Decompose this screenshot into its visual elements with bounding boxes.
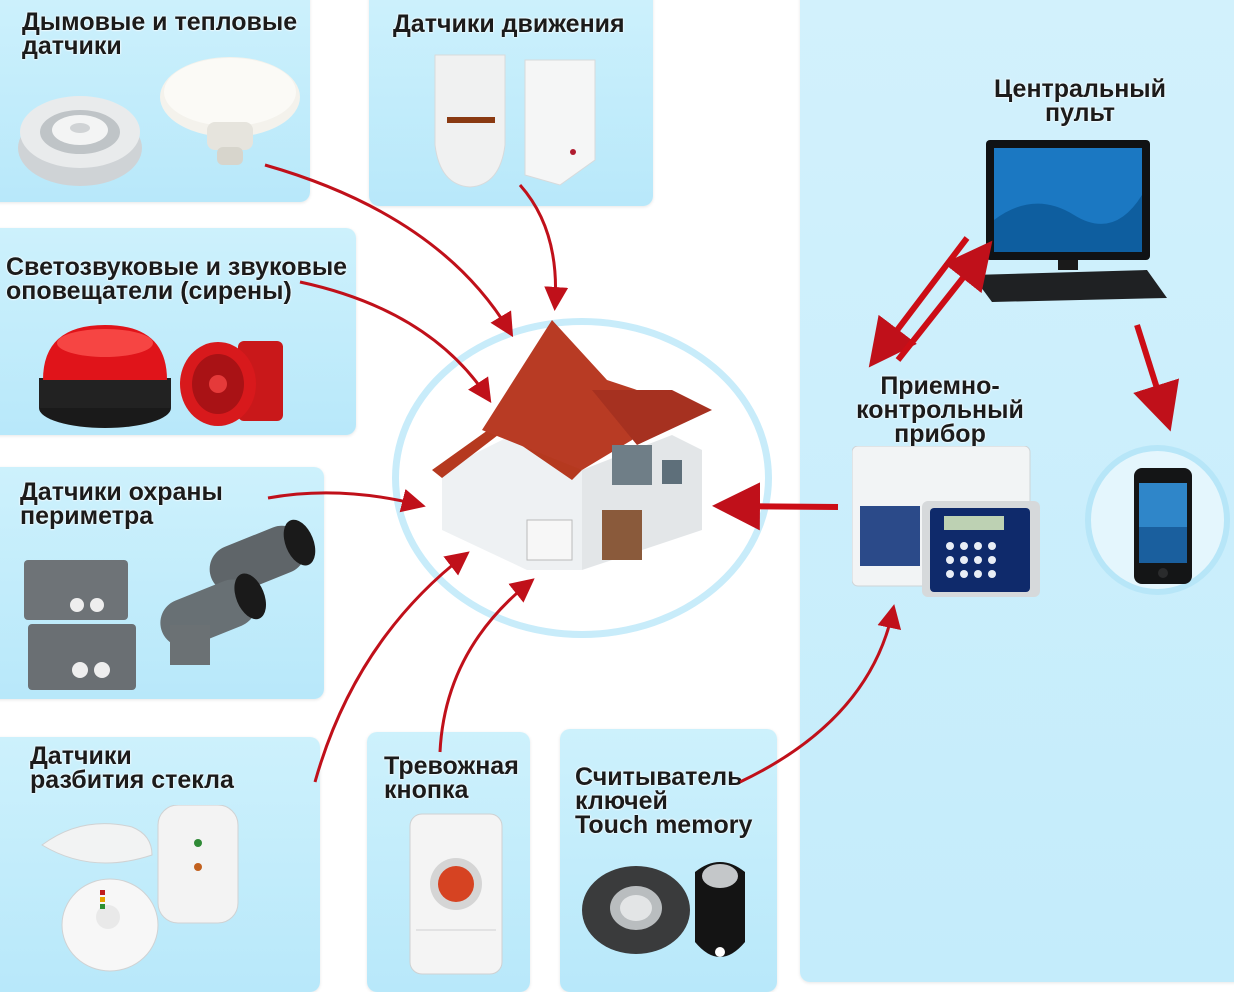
beam-sensor-icon [160, 519, 316, 665]
house-icon [432, 320, 712, 570]
house-halo [392, 318, 772, 638]
panic-button-icon [409, 813, 503, 975]
glass-break-sensor-icon [41, 805, 239, 972]
computer-icon [972, 140, 1167, 302]
touch-reader-icon [582, 866, 690, 954]
perimeter-box-icon [24, 560, 136, 690]
smartphone-icon [1134, 468, 1192, 584]
control-panel-icon [852, 446, 1040, 597]
smoke-detector-icon [18, 96, 142, 186]
touch-key-icon [695, 862, 745, 957]
horn-siren-icon [180, 341, 283, 426]
motion-title: Датчики движения [393, 10, 625, 38]
motion-sensor-icon [434, 54, 596, 188]
heat-detector-icon [160, 57, 300, 165]
strobe-siren-icon [39, 325, 171, 428]
